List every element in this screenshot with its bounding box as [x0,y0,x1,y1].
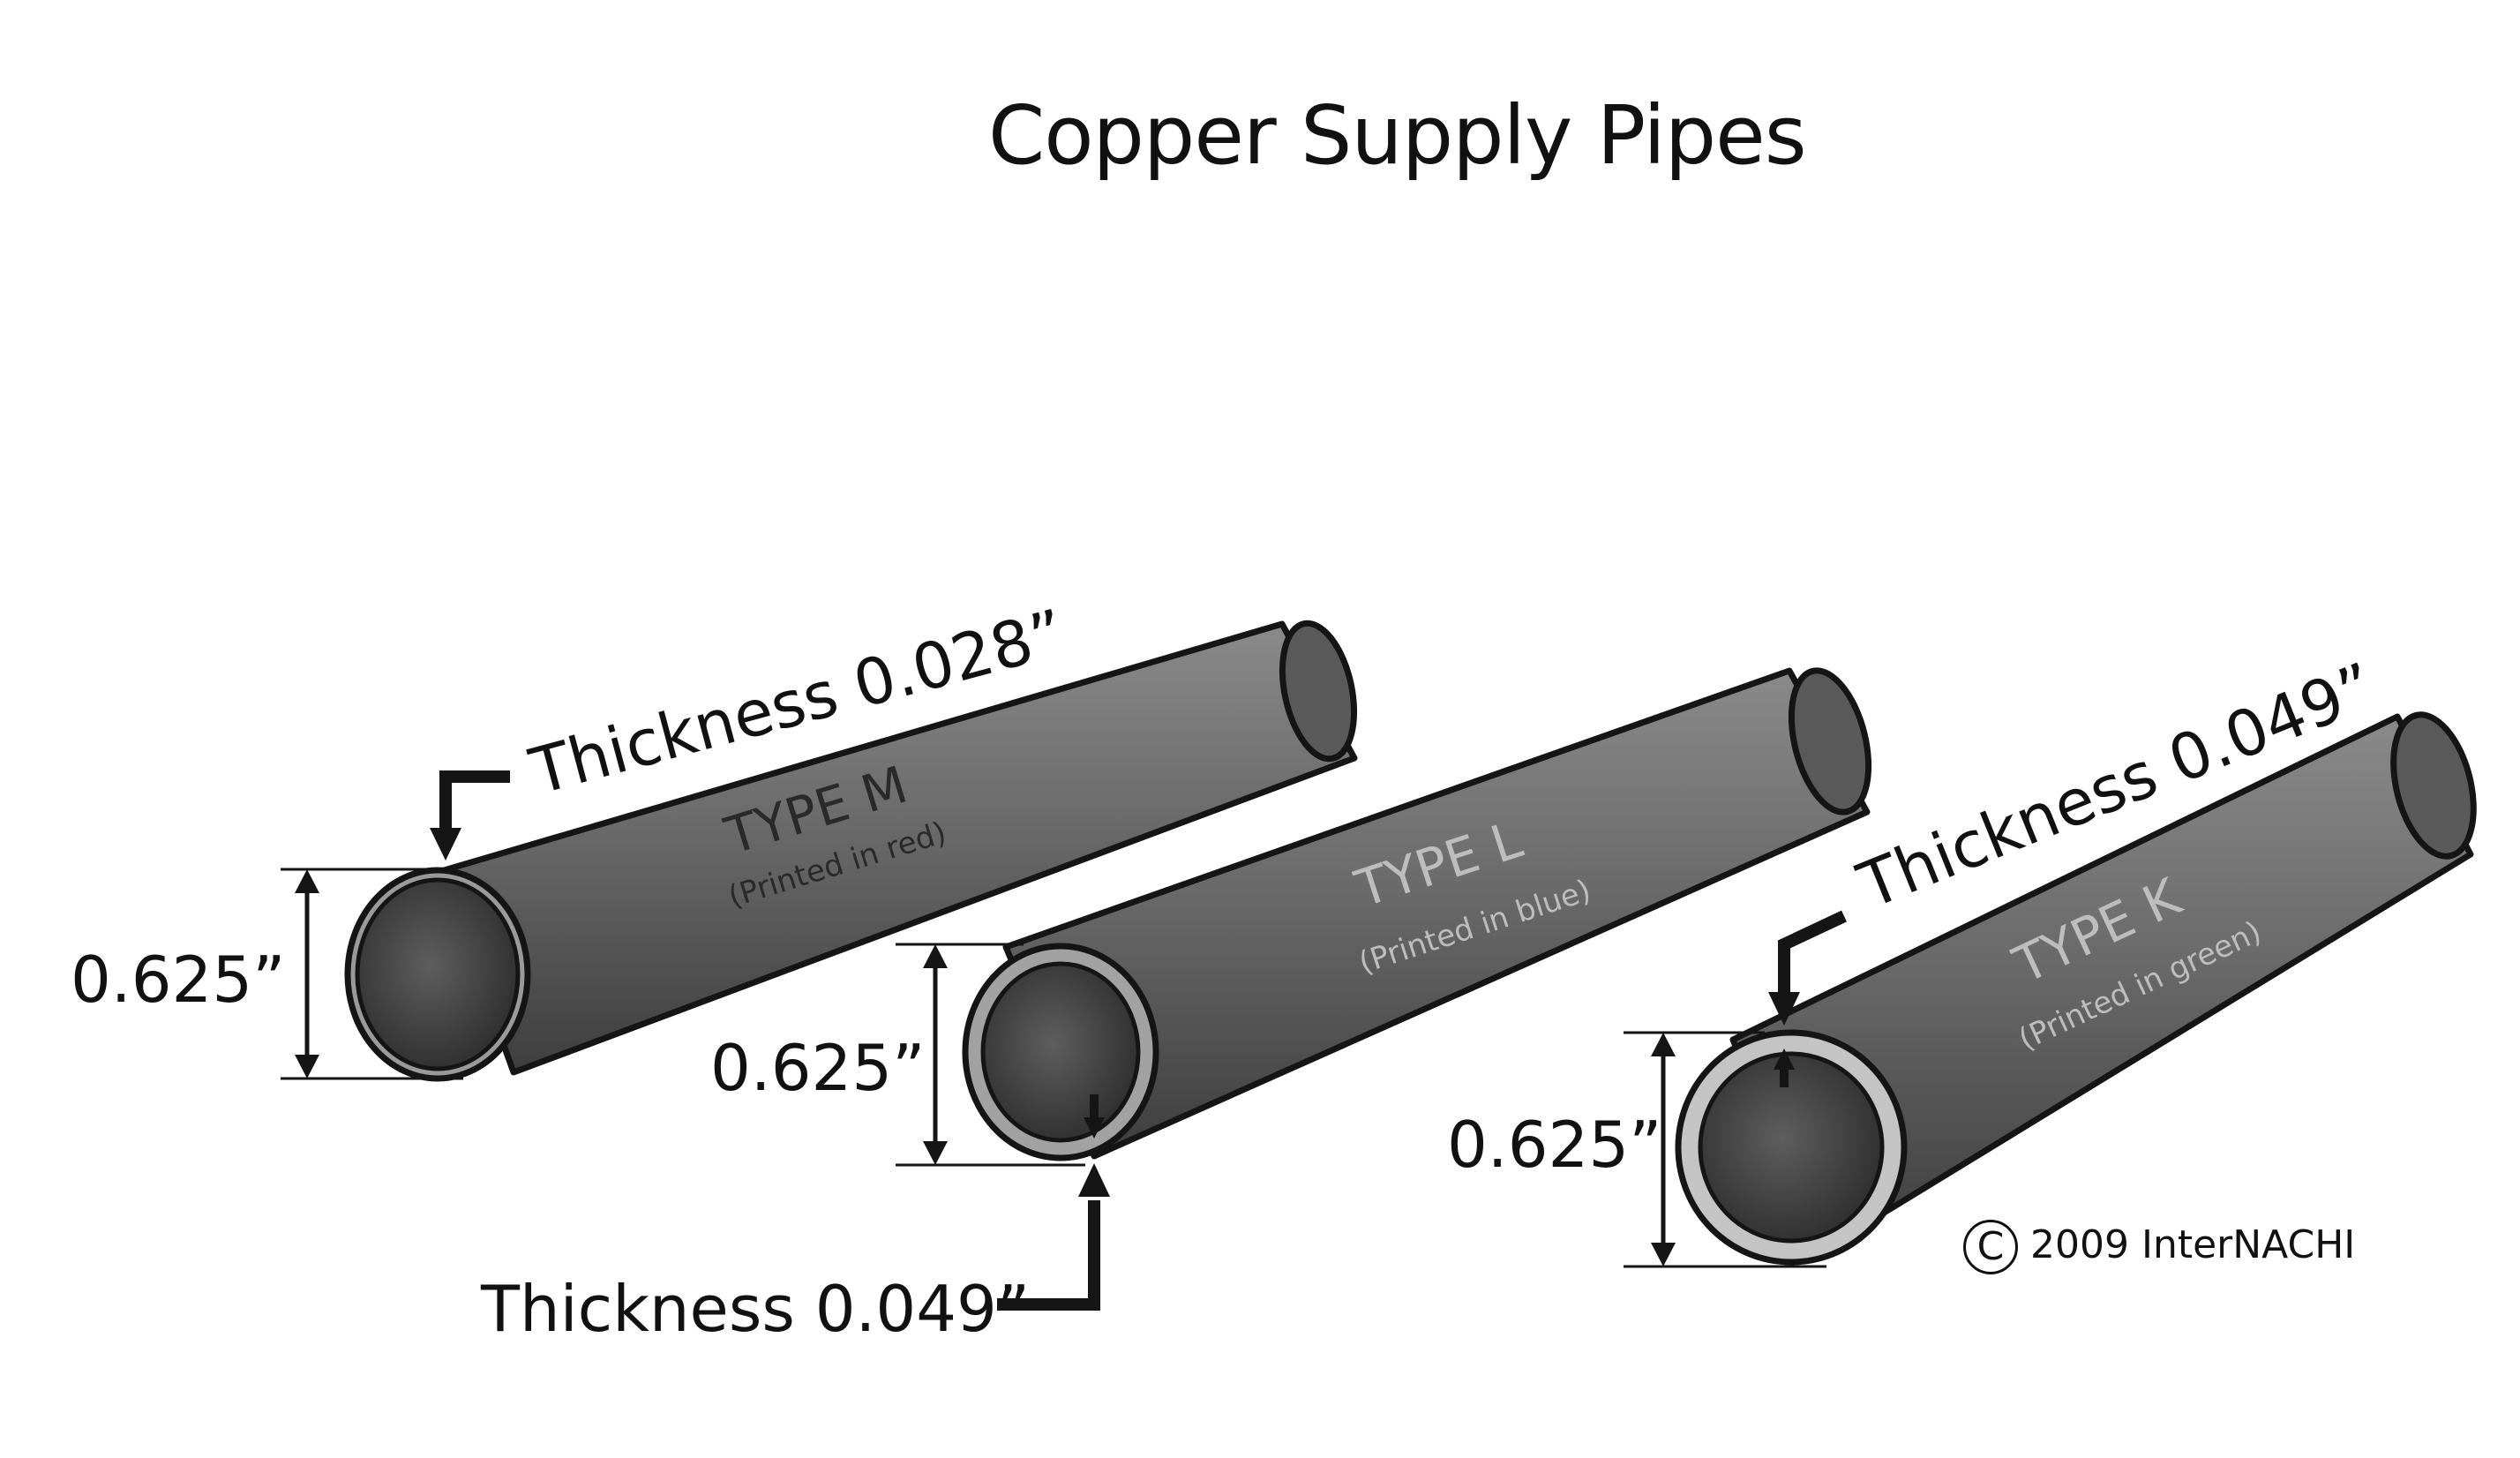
pipe-m-thickness-leader [430,770,510,861]
pipe-m-far-end [1279,620,1358,763]
pipe-k-thickness-leader [1768,910,1847,1087]
copyright-icon: C [1963,1220,2018,1274]
pipe-l-thickness-leader [997,1094,1110,1311]
diagram-title: Copper Supply Pipes [988,88,1807,183]
pipe-k-far-end [2390,711,2477,860]
copyright-text: 2009 InterNACHI [2030,1222,2356,1267]
pipe-type-l: TYPE L (Printed in blue) [962,667,1872,1161]
pipe-k-diameter-dimension [1624,1031,1826,1268]
pipe-k-diameter-label: 0.625” [1447,1108,1661,1182]
pipe-l-diameter-dimension [896,943,1085,1167]
pipe-k-bore [1698,1051,1885,1244]
pipe-l-diameter-label: 0.625” [710,1031,925,1105]
pipe-type-k: TYPE K (Printed in green) [1675,711,2477,1266]
pipe-l-far-end [1788,667,1872,815]
pipe-m-diameter-label: 0.625” [71,943,285,1017]
pipe-l-bore [980,961,1141,1143]
pipe-m-diameter-dimension [281,868,463,1080]
copyright-notice: C 2009 InterNACHI [1963,1220,2355,1274]
pipe-m-bore [355,877,521,1071]
pipe-l-thickness-label: Thickness 0.049” [480,1272,1030,1346]
